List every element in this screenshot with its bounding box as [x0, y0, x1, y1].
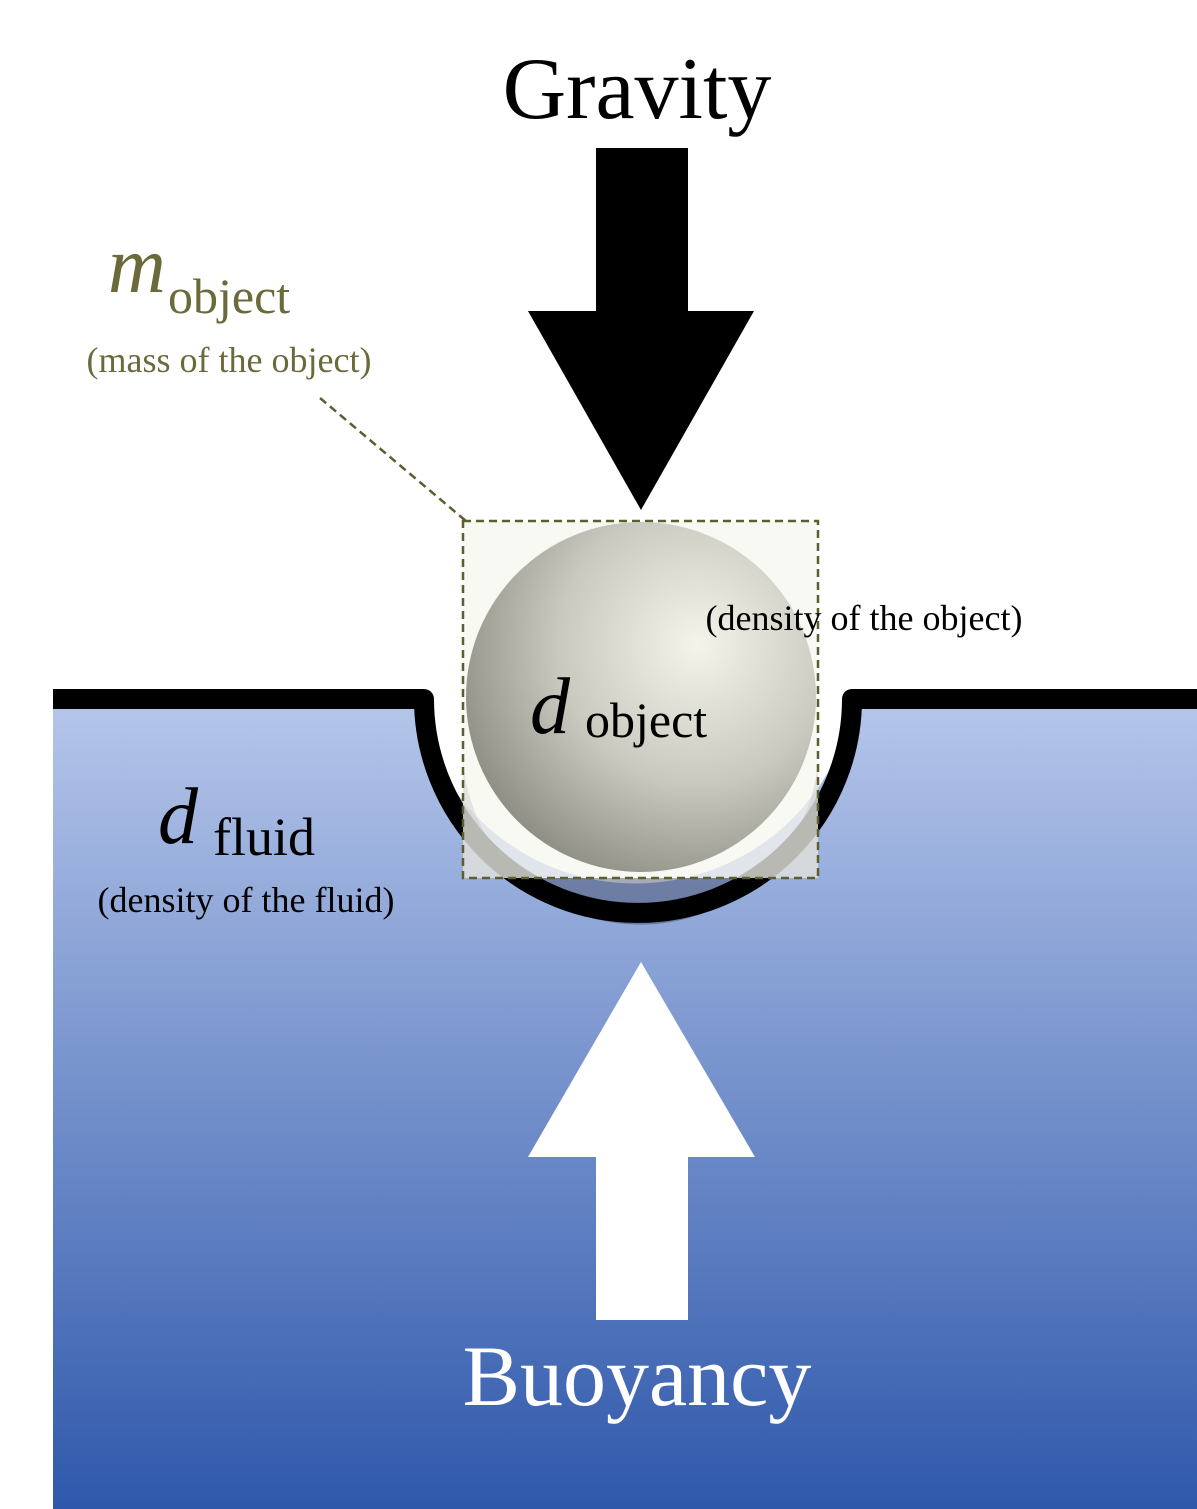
object-density-symbol: d — [530, 663, 571, 751]
fluid-density-symbol: d — [158, 773, 199, 861]
down-arrow-icon — [528, 148, 754, 510]
object-density-caption: (density of the object) — [706, 598, 1023, 638]
buoyancy-label: Buoyancy — [463, 1328, 812, 1424]
mass-leader-line — [319, 397, 467, 522]
object-sphere — [466, 522, 816, 872]
fluid-density-caption: (density of the fluid) — [98, 880, 395, 920]
mass-caption: (mass of the object) — [87, 340, 372, 380]
mass-subscript: object — [168, 268, 290, 324]
fluid-surface-line — [53, 689, 1197, 923]
up-arrow-icon — [528, 962, 755, 1320]
gravity-label: Gravity — [503, 41, 772, 138]
mass-symbol: m — [108, 222, 166, 310]
fluid-density-subscript: fluid — [213, 807, 315, 867]
object-density-subscript: object — [585, 692, 707, 748]
